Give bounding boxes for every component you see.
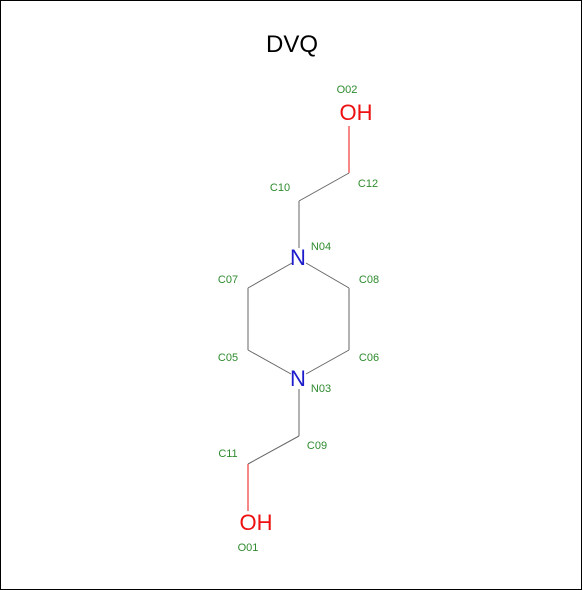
- atom-label-c05: C05: [218, 352, 238, 364]
- atom-label-n03: N03: [311, 383, 331, 395]
- atom-n04-symbol: N: [290, 245, 306, 270]
- atom-label-c11: C11: [218, 448, 237, 460]
- bond-n04-c07: [247, 262, 293, 289]
- atom-o01-symbol: OH: [240, 510, 273, 535]
- atom-o02-symbol: OH: [340, 100, 373, 125]
- atom-label-c12: C12: [358, 178, 378, 190]
- bond-c05-n03: [247, 349, 292, 375]
- atom-label-c06: C06: [359, 352, 379, 364]
- atom-label-c07: C07: [218, 274, 238, 286]
- atom-label-c08: C08: [359, 274, 379, 286]
- bond-c09-c11: [247, 435, 300, 465]
- heteroatoms: OH N N OH: [240, 100, 373, 535]
- bond-c12-c10: [298, 172, 350, 202]
- atom-label-c09: C09: [307, 440, 327, 452]
- atom-label-n04: N04: [311, 241, 331, 253]
- bond-n04-c08: [305, 262, 350, 289]
- atom-label-c10: C10: [270, 182, 290, 194]
- diagram-title: DVQ: [266, 31, 318, 58]
- bonds: [247, 126, 350, 511]
- atom-label-o02: O02: [337, 84, 358, 96]
- atom-labels: O02 C12 C10 N04 C07 C08 C05 C06 N03 C09 …: [218, 84, 379, 554]
- bond-c06-n03: [305, 349, 350, 375]
- atom-label-o01: O01: [238, 542, 259, 554]
- atom-n03-symbol: N: [290, 366, 306, 391]
